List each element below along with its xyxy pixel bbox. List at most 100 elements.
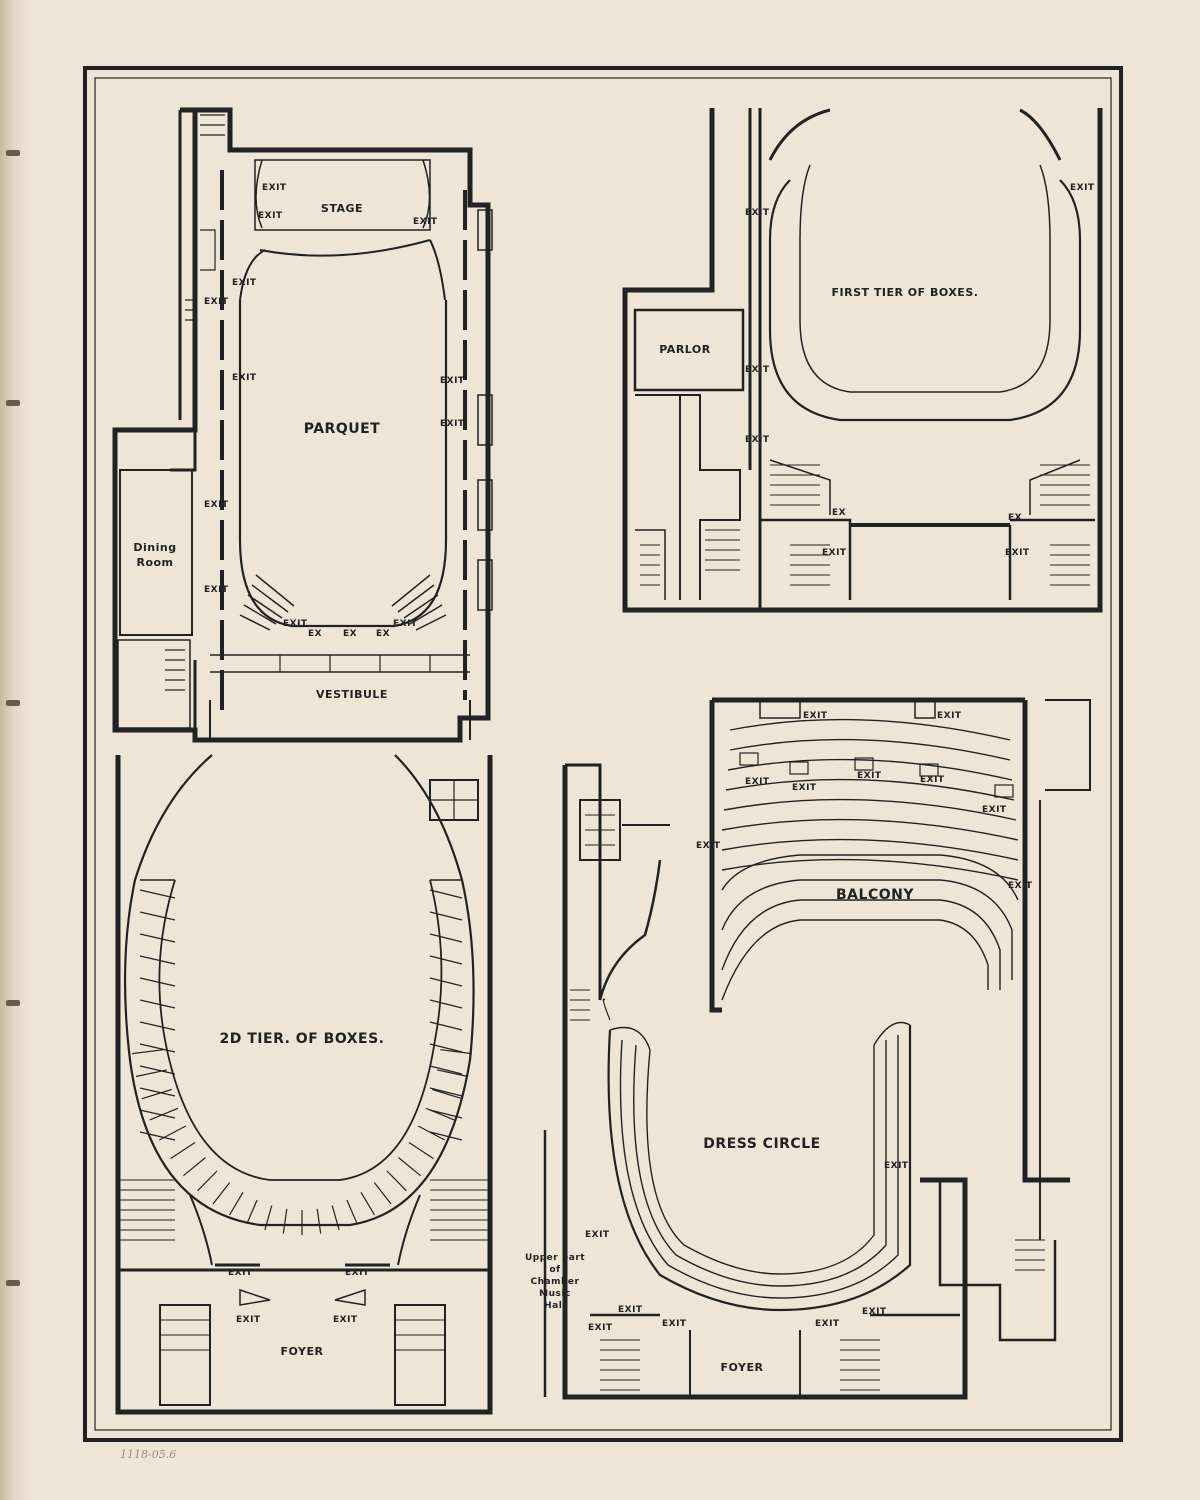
exit-label: EXIT bbox=[696, 841, 721, 851]
room-label: Room bbox=[136, 556, 173, 569]
exit-label: EXIT bbox=[662, 1319, 687, 1329]
binding-hole bbox=[6, 150, 20, 156]
exit-label: EXIT bbox=[585, 1230, 610, 1240]
exit-label: EXIT bbox=[1070, 183, 1095, 193]
exit-label: EXIT bbox=[618, 1305, 643, 1315]
exit-label: EXIT bbox=[283, 619, 308, 629]
chamber-note-line: Music bbox=[539, 1289, 571, 1299]
exit-label: EXIT bbox=[204, 500, 229, 510]
chamber-note-line: Upper part bbox=[525, 1253, 585, 1263]
box-partition bbox=[429, 911, 463, 921]
chamber-note-line: of bbox=[549, 1265, 560, 1275]
exit-label: EXIT bbox=[345, 1268, 370, 1278]
parlor-label: PARLOR bbox=[659, 343, 711, 356]
exit-label: EXIT bbox=[862, 1307, 887, 1317]
box-partition bbox=[417, 1125, 445, 1141]
box-partition bbox=[432, 1088, 463, 1100]
exit-label: EXIT bbox=[393, 619, 418, 629]
box-partition bbox=[183, 1157, 206, 1177]
binding-hole bbox=[6, 700, 20, 706]
archive-annotation: 1118-05.6 bbox=[120, 1448, 176, 1461]
balcony-foyer-label: FOYER bbox=[721, 1361, 764, 1374]
balcony-plan bbox=[543, 697, 1091, 1400]
box-partition bbox=[197, 1170, 218, 1192]
exit-label: EXIT bbox=[228, 1268, 253, 1278]
box-partition bbox=[139, 911, 176, 921]
exit-label: EXIT bbox=[440, 419, 465, 429]
box-partition bbox=[139, 999, 176, 1009]
exit-label: EXIT bbox=[232, 278, 257, 288]
second-tier-box-partitions bbox=[132, 889, 472, 1235]
box-partition bbox=[228, 1191, 244, 1216]
binding-hole bbox=[6, 1000, 20, 1006]
exit-label: EXIT bbox=[803, 711, 828, 721]
box-partition bbox=[429, 1109, 463, 1119]
exit-label: EXIT bbox=[815, 1319, 840, 1329]
box-partition bbox=[436, 1069, 469, 1078]
box-partition bbox=[429, 1065, 463, 1075]
first-tier-title: FIRST TIER OF BOXES. bbox=[832, 286, 979, 299]
box-partition bbox=[139, 1021, 176, 1031]
box-partition bbox=[429, 999, 463, 1009]
parquet-title: PARQUET bbox=[304, 421, 380, 437]
binding-hole bbox=[6, 1280, 20, 1286]
dining-label: Dining bbox=[133, 541, 176, 554]
box-partition bbox=[139, 1043, 176, 1053]
box-partition bbox=[139, 955, 176, 965]
exit-label: EXIT bbox=[1005, 548, 1030, 558]
exit-label: EXIT bbox=[745, 777, 770, 787]
exit-label: EXIT bbox=[232, 373, 257, 383]
exit-label: EXIT bbox=[982, 805, 1007, 815]
stage-label: STAGE bbox=[321, 202, 363, 215]
box-partition bbox=[149, 1107, 179, 1121]
box-partition bbox=[316, 1208, 322, 1234]
exit-label: EXIT bbox=[745, 365, 770, 375]
box-partition bbox=[398, 1157, 421, 1177]
inner-border bbox=[94, 77, 1112, 1431]
exit-label: EXIT bbox=[822, 548, 847, 558]
outer-border bbox=[83, 66, 1123, 1442]
chamber-note-line: Hall bbox=[544, 1301, 566, 1311]
exit-label: EXIT bbox=[236, 1315, 261, 1325]
box-partition bbox=[386, 1170, 407, 1192]
ex-label: EX bbox=[376, 629, 390, 639]
exit-label: EXIT bbox=[745, 208, 770, 218]
box-partition bbox=[132, 1049, 164, 1055]
box-partition bbox=[139, 933, 176, 943]
exit-label: EXIT bbox=[920, 775, 945, 785]
exit-label: EXIT bbox=[745, 435, 770, 445]
box-partition bbox=[139, 1087, 176, 1097]
box-partition bbox=[429, 889, 463, 899]
binding-edge bbox=[0, 0, 30, 1500]
first-tier-plan bbox=[622, 108, 1103, 613]
box-partition bbox=[429, 1021, 463, 1031]
box-partition bbox=[139, 1065, 176, 1075]
box-partition bbox=[429, 1131, 463, 1141]
box-partition bbox=[360, 1191, 376, 1216]
box-partition bbox=[246, 1199, 258, 1224]
chamber-note-line: Chamber bbox=[531, 1277, 580, 1287]
box-partition bbox=[331, 1205, 340, 1231]
box-partition bbox=[170, 1141, 196, 1160]
box-partition bbox=[429, 977, 463, 987]
box-partition bbox=[139, 1131, 176, 1141]
ex-label: EX bbox=[1008, 513, 1022, 523]
ex-label: EX bbox=[832, 508, 846, 518]
exit-label: EXIT bbox=[413, 217, 438, 227]
second-tier-plan bbox=[115, 754, 493, 1415]
box-partition bbox=[429, 955, 463, 965]
exit-label: EXIT bbox=[204, 585, 229, 595]
exit-label: EXIT bbox=[262, 183, 287, 193]
box-partition bbox=[429, 1087, 463, 1097]
exit-label: EXIT bbox=[884, 1161, 909, 1171]
box-partition bbox=[212, 1182, 231, 1205]
dress-circle-label: DRESS CIRCLE bbox=[703, 1136, 820, 1152]
box-partition bbox=[429, 1043, 463, 1053]
box-partition bbox=[141, 1088, 172, 1100]
balcony-title: BALCONY bbox=[836, 887, 914, 903]
exit-label: EXIT bbox=[937, 711, 962, 721]
exit-label: EXIT bbox=[857, 771, 882, 781]
box-partition bbox=[373, 1182, 392, 1205]
exit-label: EXIT bbox=[204, 297, 229, 307]
